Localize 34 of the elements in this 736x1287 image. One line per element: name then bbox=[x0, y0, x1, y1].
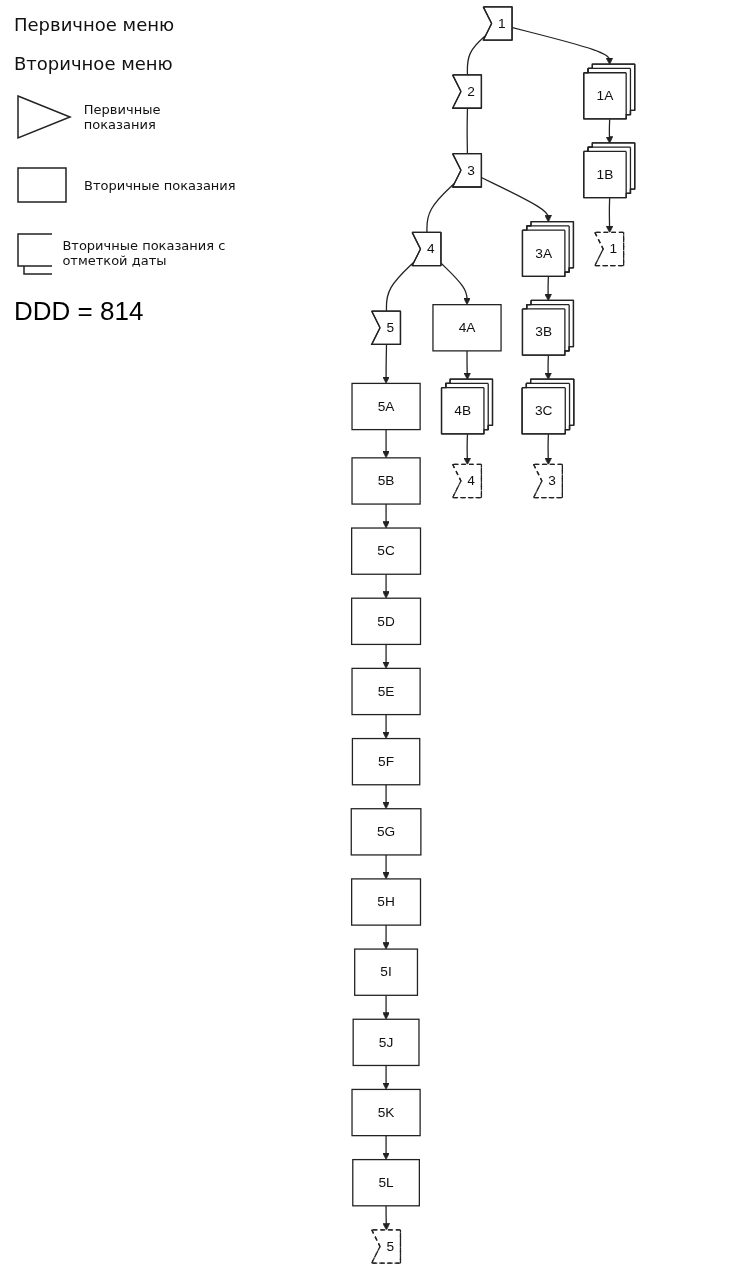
arrow bbox=[382, 503, 390, 529]
arrow bbox=[382, 643, 390, 669]
node-box: 5I bbox=[354, 948, 419, 996]
node-box: 5E bbox=[351, 667, 421, 716]
arrow bbox=[382, 573, 390, 599]
arrow bbox=[382, 924, 390, 950]
node-box: 5C bbox=[351, 527, 422, 575]
node-box: 5G bbox=[350, 808, 422, 856]
arrow bbox=[382, 994, 390, 1020]
node-box: 5A bbox=[351, 382, 421, 431]
arrow bbox=[382, 784, 390, 810]
node-box: 5F bbox=[351, 737, 421, 786]
node-box: 5K bbox=[351, 1088, 421, 1137]
arrow bbox=[382, 1064, 390, 1090]
arrow bbox=[382, 854, 390, 880]
arrow bbox=[440, 262, 471, 305]
formula-text: DDD = 814 bbox=[14, 296, 145, 327]
arrow bbox=[463, 350, 471, 380]
node-box: 4A bbox=[432, 304, 502, 352]
legend-text: Первичные показания bbox=[83, 102, 162, 132]
arrow bbox=[382, 428, 390, 459]
arrow bbox=[382, 344, 390, 384]
arrow bbox=[382, 1135, 390, 1160]
legend-text: Вторичные показания bbox=[84, 177, 236, 193]
menu-level-label: Вторичное меню bbox=[14, 53, 174, 74]
legend-text: Вторичные показания с отметкой даты bbox=[62, 238, 227, 268]
arrow bbox=[382, 713, 390, 739]
node-box: 5J bbox=[352, 1018, 420, 1067]
node-box: 5L bbox=[352, 1158, 420, 1207]
node-box: 5D bbox=[351, 597, 422, 646]
arrow bbox=[511, 27, 614, 65]
menu-level-label: Первичное меню bbox=[14, 14, 176, 35]
node-box: 5H bbox=[351, 878, 422, 926]
node-box: 5B bbox=[351, 457, 421, 505]
